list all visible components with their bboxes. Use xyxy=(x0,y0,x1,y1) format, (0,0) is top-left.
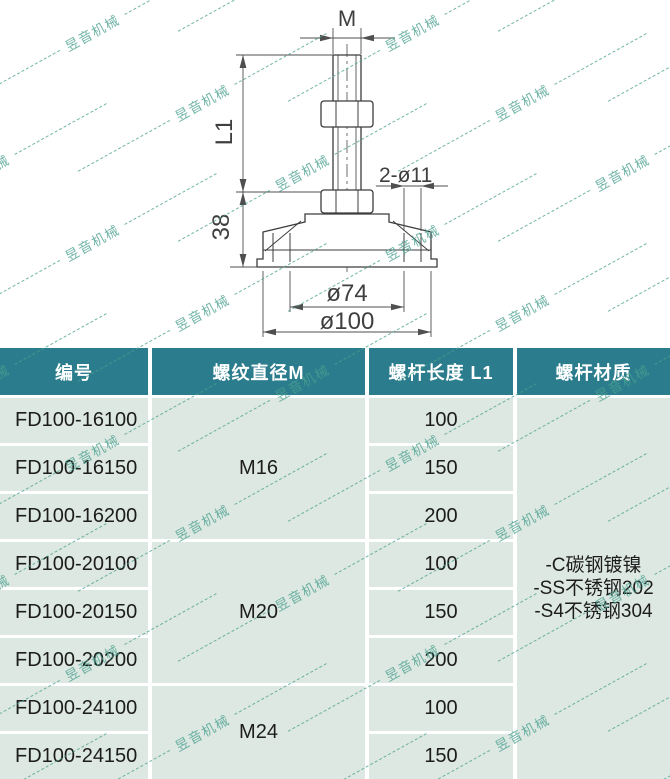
dimension-lines xyxy=(230,28,448,337)
length-cell: 150 xyxy=(369,590,513,635)
model-cell: FD100-16100 xyxy=(0,398,148,443)
model-cell: FD100-20100 xyxy=(0,542,148,587)
length-cell: 100 xyxy=(369,542,513,587)
material-line: -C碳钢镀镍 xyxy=(545,555,642,576)
model-cell: FD100-24100 xyxy=(0,686,148,731)
lower-hex-nut xyxy=(320,189,374,214)
model-cell: FD100-20150 xyxy=(0,590,148,635)
model-cell: FD100-20200 xyxy=(0,638,148,683)
length-cell: 100 xyxy=(369,398,513,443)
model-cell: FD100-16150 xyxy=(0,446,148,491)
spec-table: 编号 螺纹直径M 螺杆长度 L1 螺杆材质 FD100-16100 FD100-… xyxy=(0,348,670,779)
header-id: 编号 xyxy=(0,348,148,395)
dimension-arrows xyxy=(239,34,434,336)
length-cell: 200 xyxy=(369,494,513,539)
length-cell: 150 xyxy=(369,734,513,779)
model-cell: FD100-24150 xyxy=(0,734,148,779)
technical-drawing: M L1 38 2-ø11 ø74 ø100 xyxy=(208,6,448,337)
dim-label-thread: M xyxy=(338,6,356,31)
dim-label-length: L1 xyxy=(211,119,238,146)
material-line: -SS不锈钢202 xyxy=(533,578,654,599)
thread-cell-m20: M20 xyxy=(152,542,365,683)
thread-cell-m16: M16 xyxy=(152,398,365,539)
thread-cell-m24: M24 xyxy=(152,686,365,779)
header-length: 螺杆长度 L1 xyxy=(369,348,513,395)
dim-label-bolt-circle: ø74 xyxy=(326,280,367,307)
length-cell: 200 xyxy=(369,638,513,683)
header-thread: 螺纹直径M xyxy=(152,348,365,395)
dim-label-base-dia: ø100 xyxy=(320,308,375,335)
material-line: -S4不锈钢304 xyxy=(534,601,653,622)
length-cell: 100 xyxy=(369,686,513,731)
model-cell: FD100-16200 xyxy=(0,494,148,539)
foot-base xyxy=(256,213,438,268)
mount-hole-lines xyxy=(272,233,422,262)
material-cell: -C碳钢镀镍 -SS不锈钢202 -S4不锈钢304 xyxy=(517,398,670,779)
upper-hex-nut xyxy=(320,100,374,128)
length-cell: 150 xyxy=(369,446,513,491)
header-material: 螺杆材质 xyxy=(517,348,670,395)
dim-label-holes: 2-ø11 xyxy=(379,164,432,187)
dim-label-base-height: 38 xyxy=(208,214,235,241)
countersink-diagonals xyxy=(264,220,430,252)
